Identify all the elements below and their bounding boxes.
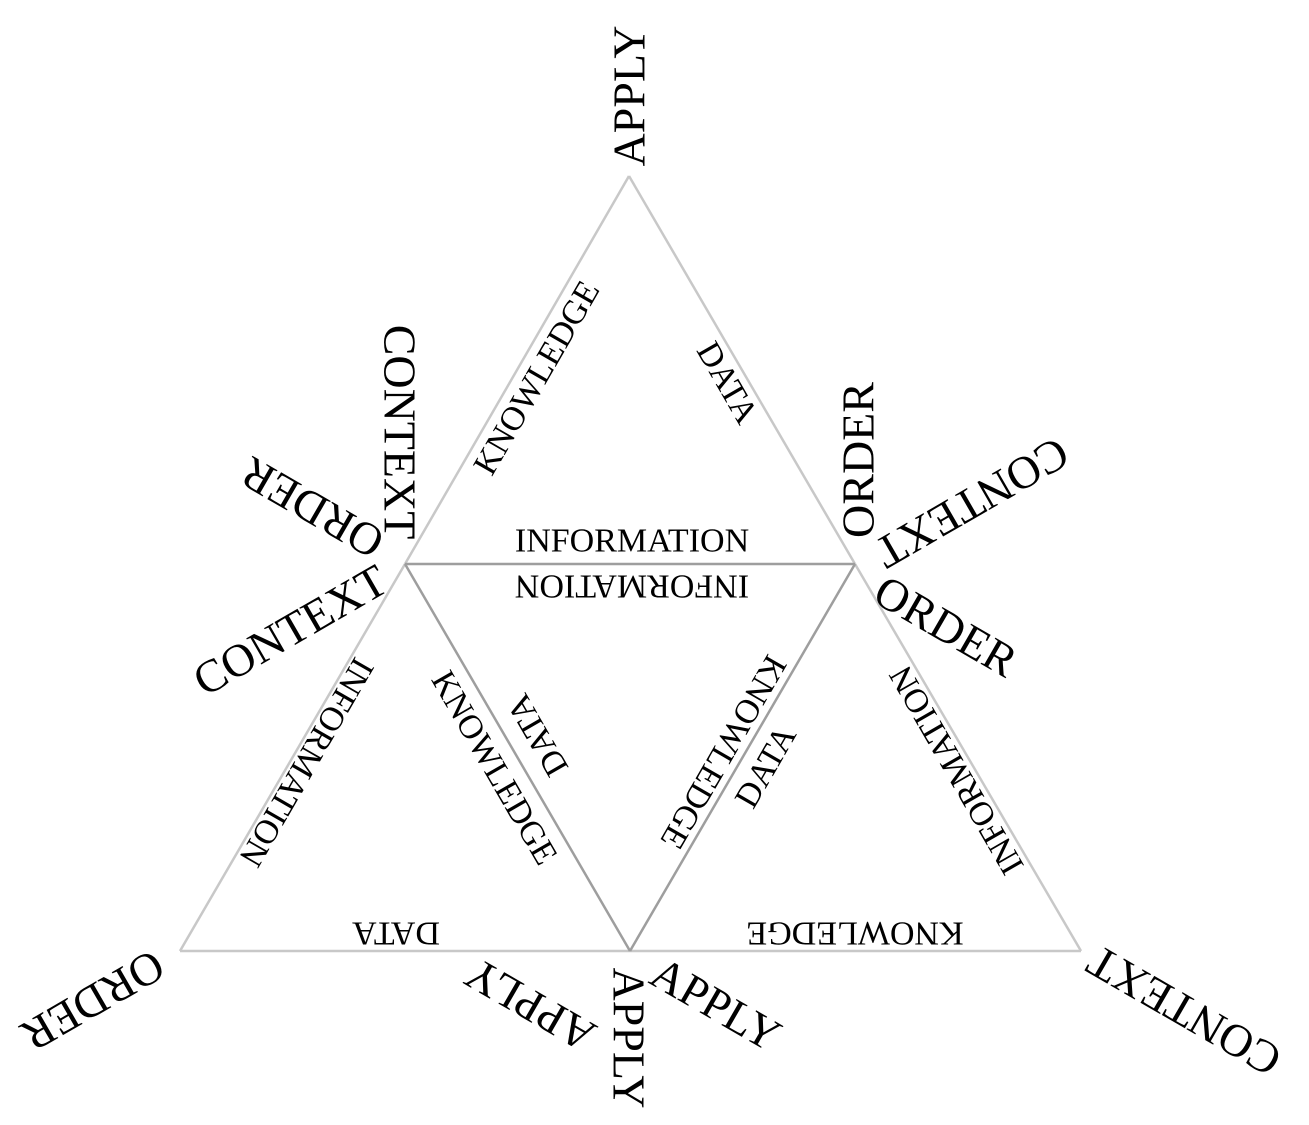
top-triangle-information-label: INFORMATION — [515, 523, 749, 560]
triangle-edges — [178, 175, 1083, 953]
top-right-edge — [627, 175, 857, 565]
apply-top-label: APPLY — [604, 25, 655, 166]
context-right-upper-label: CONTEXT — [866, 427, 1077, 578]
top-triangle-knowledge-label: KNOWLEDGE — [467, 275, 608, 482]
apply-bottom-left-label: APPLY — [456, 948, 604, 1063]
middle-right-edge — [628, 563, 857, 952]
top-triangle-data-label: DATA — [689, 336, 765, 431]
center-triangle-information-label: INFORMATION — [515, 568, 749, 605]
apply-bottom-right-label: APPLY — [642, 947, 790, 1062]
apply-bottom-center-label: APPLY — [604, 967, 655, 1108]
middle-left-edge — [403, 563, 632, 952]
context-left-upper-label: CONTEXT — [375, 325, 426, 540]
left-outer-edge — [178, 563, 407, 952]
left-triangle-data-label: DATA — [352, 915, 440, 952]
right-triangle-information-label: INFORMATION — [882, 659, 1031, 880]
left-triangle-information-label: INFORMATION — [231, 651, 380, 872]
order-left-upper-label: ORDER — [231, 447, 392, 569]
outer-labels: APPLY CONTEXT ORDER CONTEXT ORDER CONTEX… — [12, 25, 1289, 1108]
right-outer-edge — [853, 563, 1083, 952]
order-bottom-left-label: ORDER — [12, 940, 173, 1062]
order-right-upper-label: ORDER — [833, 382, 884, 538]
right-triangle-knowledge-label: KNOWLEDGE — [746, 915, 963, 952]
context-bottom-right-label: CONTEXT — [1078, 935, 1289, 1086]
top-left-edge — [403, 175, 631, 565]
